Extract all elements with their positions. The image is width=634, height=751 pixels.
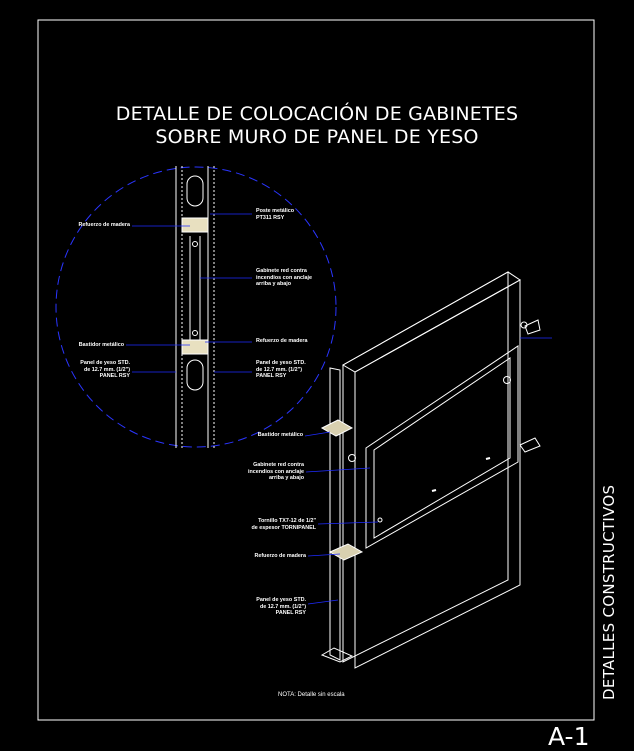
sheet-number: A-1: [548, 722, 590, 751]
drawing-title-line1: DETALLE DE COLOCACIÓN DE GABINETES: [115, 103, 519, 125]
label-gypsum-right: Panel de yeso STD. de 12.7 mm. (1/2") PA…: [256, 360, 306, 380]
detail-circle: [55, 166, 337, 448]
cabinet-frame: [365, 345, 519, 549]
label-wood-reinforcement-2: Refuerzo de madera: [256, 338, 308, 344]
drawing-note: NOTA: Detalle sin escala: [278, 692, 345, 698]
label-iso-gypsum: Panel de yeso STD. de 12.7 mm. (1/2") PA…: [256, 597, 306, 617]
isometric-wall: [320, 271, 541, 669]
wood-block-top: [181, 217, 209, 233]
detail-leaders: [126, 213, 252, 373]
wall-front-panel: [354, 279, 521, 669]
label-iso-metal-frame: Bastidor metálico: [257, 432, 303, 438]
stud-slot-top: [186, 175, 204, 207]
stud-slot-bottom: [186, 359, 204, 391]
cabinet-door: [373, 357, 511, 539]
label-cabinet: Gabinete red contra incendios con anclaj…: [256, 268, 313, 288]
label-gypsum-left: Panel de yeso STD. de 12.7 mm. (1/2") PA…: [80, 360, 130, 380]
side-title: DETALLES CONSTRUCTIVOS: [600, 484, 618, 700]
bottom-track: [320, 647, 354, 663]
label-wood-reinforcement: Refuerzo de madera: [78, 222, 130, 228]
label-iso-wood: Refuerzo de madera: [254, 553, 306, 559]
label-iso-cabinet: Gabinete red contra incendios con anclaj…: [247, 462, 304, 482]
label-metal-frame: Bastidor metálico: [78, 342, 124, 348]
wood-reinforce-top: [320, 419, 354, 437]
drawing-title-line2: SOBRE MURO DE PANEL DE YESO: [155, 126, 479, 148]
wood-block-bottom: [181, 339, 209, 355]
iso-leaders: [304, 337, 552, 605]
wall-section: [175, 166, 215, 448]
wood-reinforce-bottom: [328, 543, 364, 561]
label-iso-screw: Tornillo TX7-12 de 1/2" de espesor TORNI…: [251, 518, 316, 531]
label-metal-stud: Poste metálico PT311 RSY: [256, 208, 295, 221]
